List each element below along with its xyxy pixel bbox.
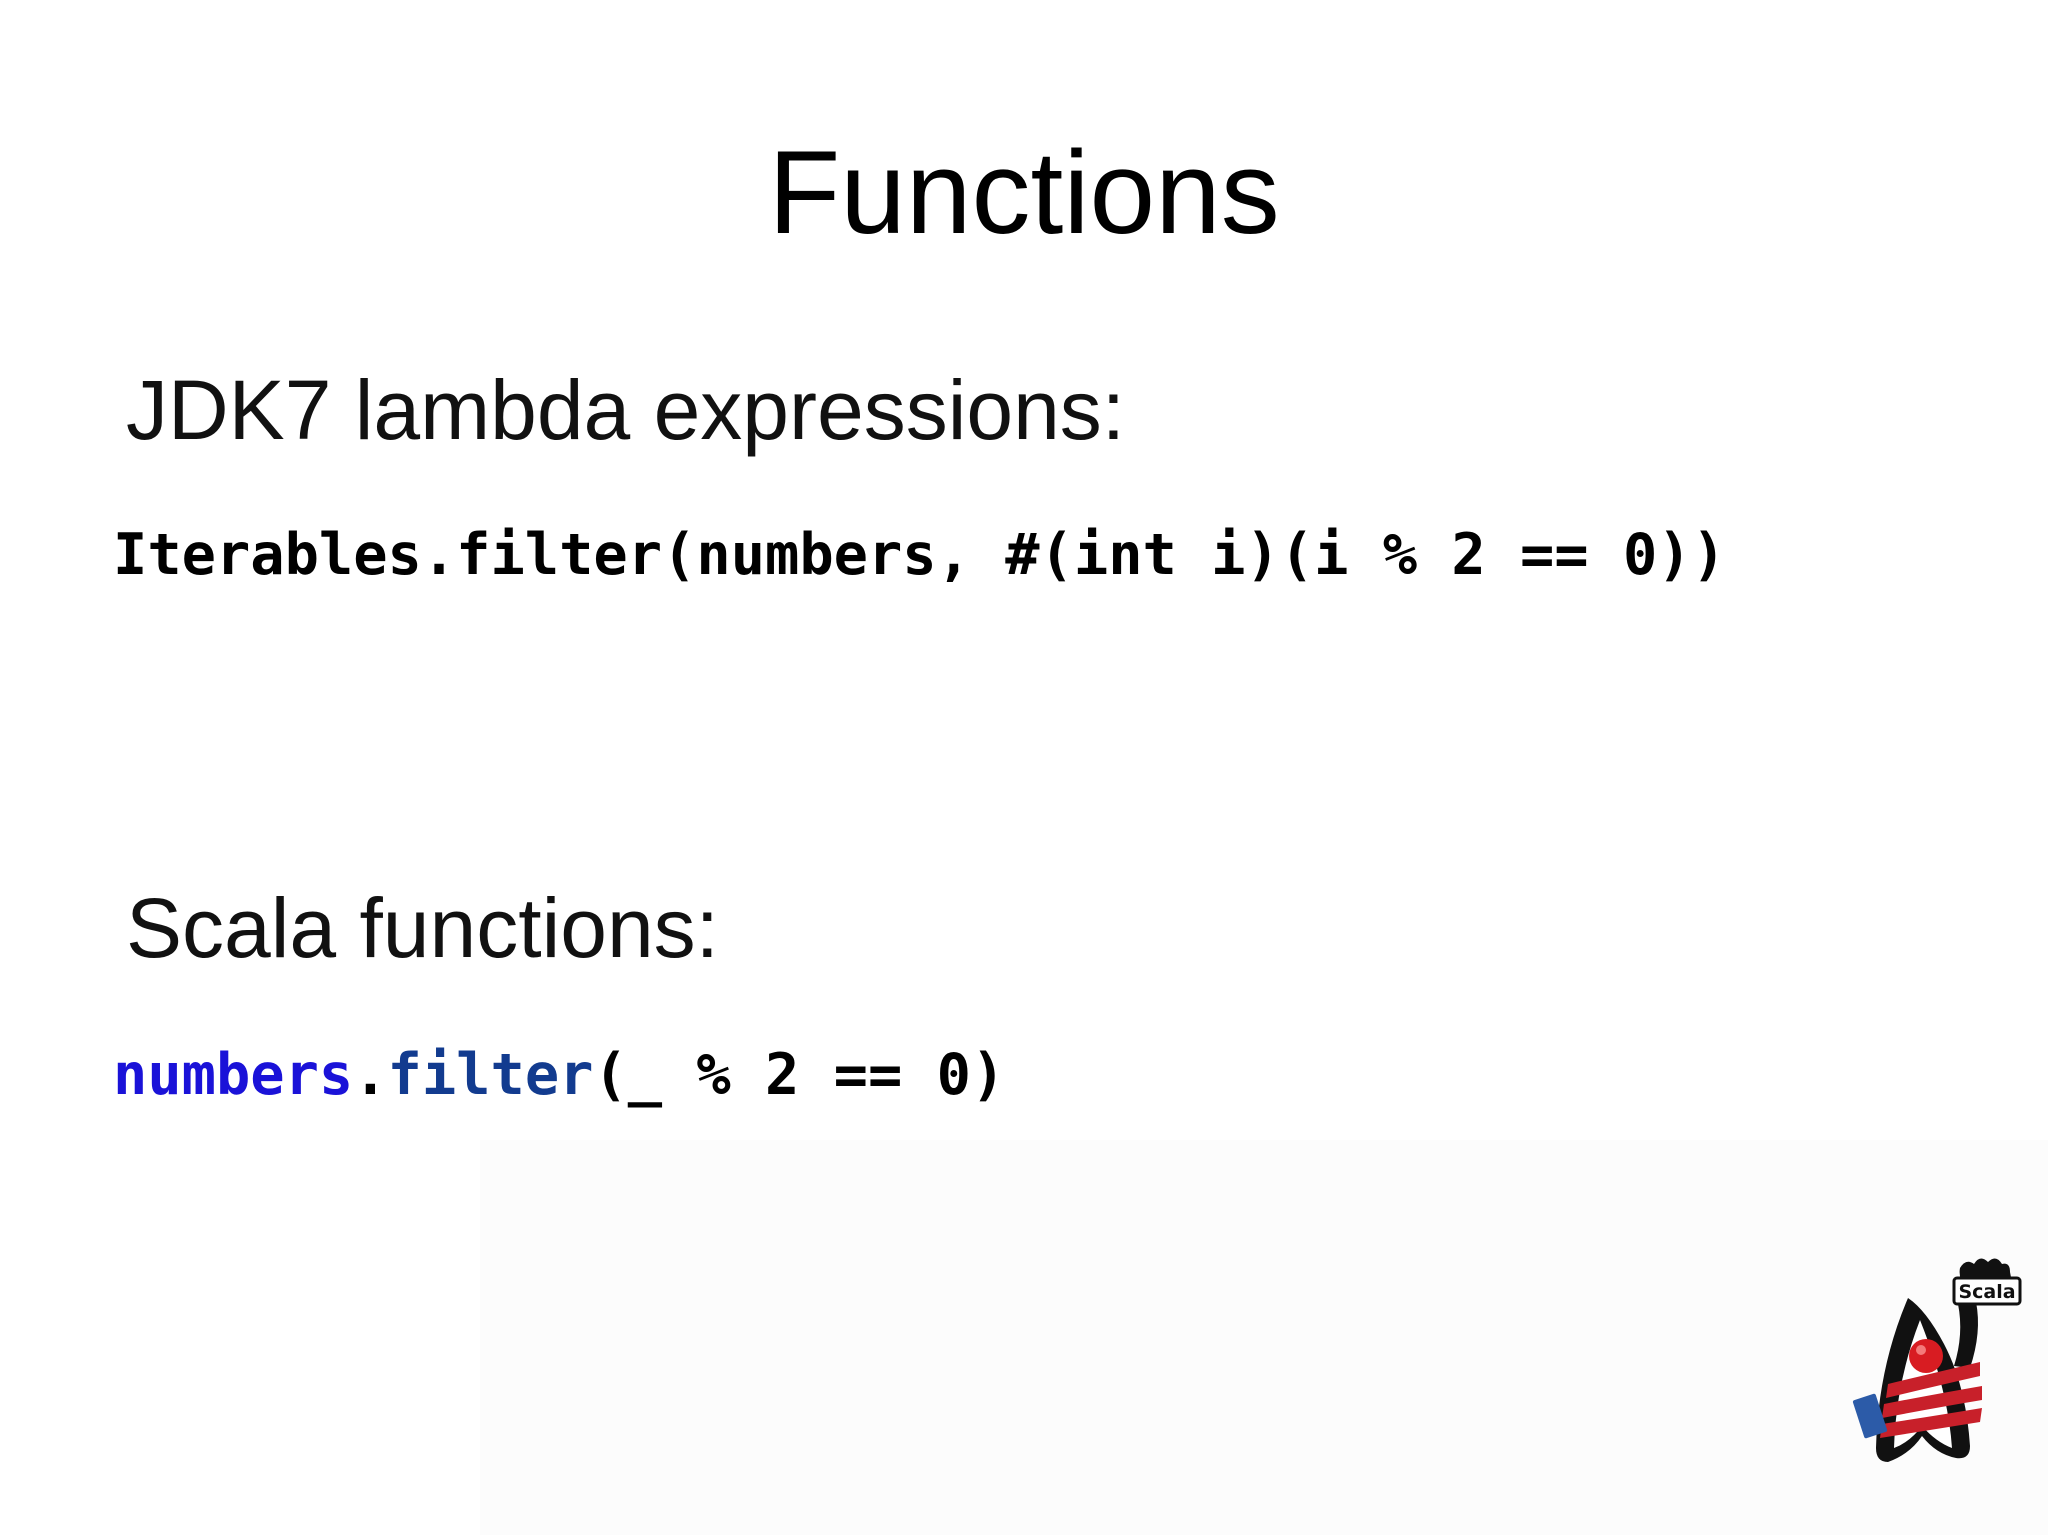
- scala-code-snippet: numbers.filter(_ % 2 == 0): [113, 1040, 1005, 1110]
- code-arguments: (_ % 2 == 0): [593, 1042, 1006, 1108]
- code-dot: .: [353, 1042, 388, 1108]
- code-identifier: numbers: [113, 1042, 354, 1108]
- jdk7-heading: JDK7 lambda expressions:: [126, 363, 1126, 457]
- slide-title: Functions: [768, 127, 1280, 259]
- code-method: filter: [387, 1042, 594, 1108]
- mascot-label: Scala: [1958, 1281, 2015, 1303]
- background-shade: [480, 1140, 2048, 1535]
- duke-scala-mascot-icon: Scala: [1852, 1258, 2022, 1462]
- scala-heading: Scala functions:: [126, 881, 720, 975]
- jdk7-code-snippet: Iterables.filter(numbers, #(int i)(i % 2…: [113, 522, 1726, 588]
